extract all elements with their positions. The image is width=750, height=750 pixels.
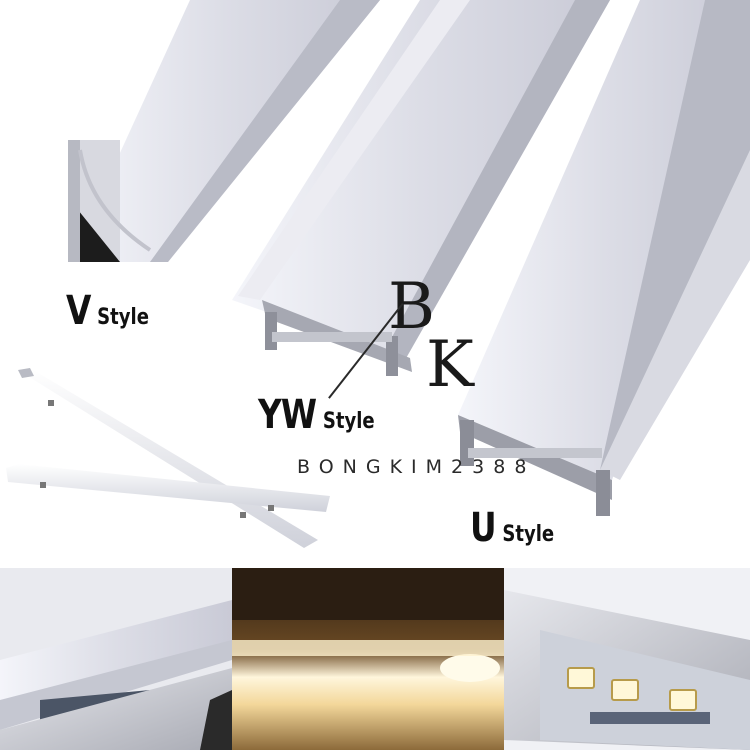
u-style-profile [458,0,750,516]
left-detail-photo [0,568,232,750]
watermark-initial-k: K [426,328,474,402]
watermark-logo: B K [328,270,498,425]
u-style-letter: U [470,505,497,551]
u-style-word: Style [502,522,555,547]
yw-style-profile [232,0,610,376]
yw-style-letters: YW [258,392,317,438]
right-led-photo [504,568,750,750]
v-style-word: Style [97,305,149,330]
loose-profile-sticks [6,368,330,548]
yw-style-word: Style [322,409,375,434]
watermark-text: BONGKIM2388 [297,456,536,478]
bottom-photo-strip [0,560,750,750]
v-style-letter: V [66,288,91,334]
v-style-profile [68,0,380,262]
middle-lit-photo [232,568,504,750]
watermark-initial-b: B [388,270,436,344]
